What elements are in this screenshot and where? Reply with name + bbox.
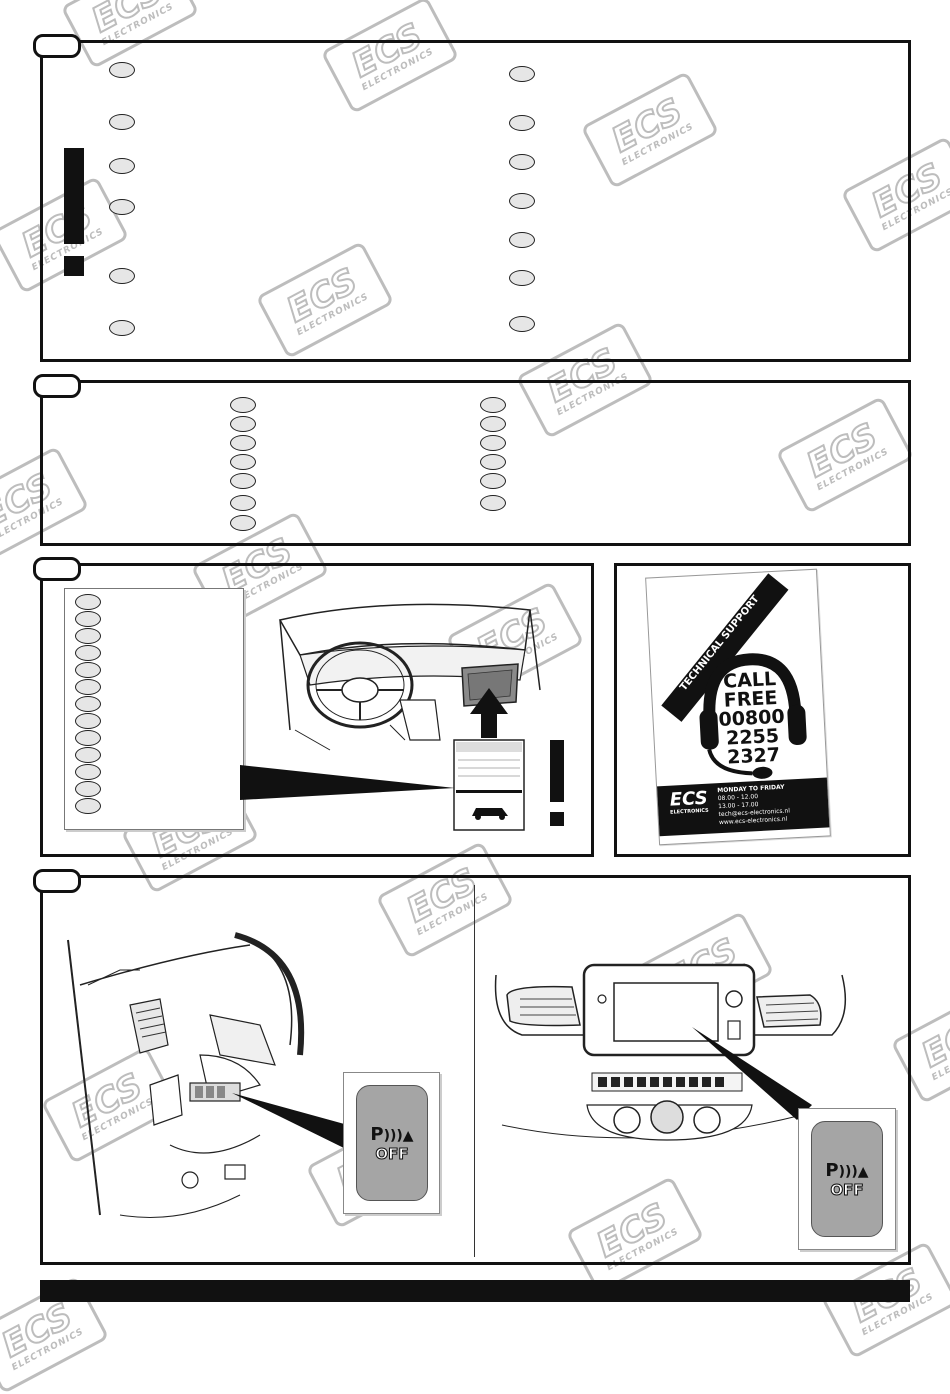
list-bullet: [109, 62, 135, 78]
list-bullet: [480, 454, 506, 470]
list-bullet: [75, 645, 101, 661]
list-bullet: [480, 473, 506, 489]
infotainment-dashboard-illustration: [494, 963, 847, 1141]
list-bullet: [230, 473, 256, 489]
list-bullet: [75, 611, 101, 627]
section-3-tab: [33, 557, 81, 581]
list-bullet: [75, 628, 101, 644]
headset-icon: [699, 653, 807, 779]
list-bullet: [75, 594, 101, 610]
list-bullet: [230, 515, 256, 531]
section-5-panel: [40, 875, 911, 1265]
list-bullet: [75, 696, 101, 712]
steering-column-illustration: [67, 932, 348, 1218]
footer-bar: [40, 1280, 910, 1302]
list-bullet: [480, 416, 506, 432]
list-bullet: [509, 270, 535, 286]
section-1-tab: [33, 34, 81, 58]
park-assist-off-button[interactable]: P)))▲ OFF: [811, 1121, 883, 1237]
call-free-number: CALL FREE 00800 2255 2327: [718, 667, 786, 769]
ecs-logo: ECS ELECTRONICS: [669, 787, 709, 816]
list-bullet: [509, 66, 535, 82]
list-bullet: [480, 397, 506, 413]
list-bullet: [109, 114, 135, 130]
list-bullet: [109, 199, 135, 215]
list-bullet: [230, 416, 256, 432]
list-bullet: [109, 320, 135, 336]
list-bullet: [75, 747, 101, 763]
list-bullet: [509, 193, 535, 209]
list-bullet: [230, 495, 256, 511]
support-panel: [614, 563, 911, 857]
list-bullet: [509, 316, 535, 332]
technical-support-poster: TECHNICAL SUPPORT CALL FREE 00800 2255 2…: [645, 568, 831, 846]
list-bullet: [230, 397, 256, 413]
list-bullet: [480, 495, 506, 511]
section-5-tab: [33, 869, 81, 893]
list-bullet: [75, 730, 101, 746]
list-bullet: [75, 781, 101, 797]
list-bullet: [509, 232, 535, 248]
section-2-tab: [33, 374, 81, 398]
list-bullet: [75, 798, 101, 814]
dashboard-glovebox-illustration: [240, 603, 541, 831]
list-bullet: [230, 435, 256, 451]
list-bullet: [509, 154, 535, 170]
list-bullet: [480, 435, 506, 451]
list-bullet: [75, 662, 101, 678]
support-hours: MONDAY TO FRIDAY 08.00 - 12.00 13.00 - 1…: [717, 783, 791, 827]
park-assist-button-callout: P)))▲ OFF: [343, 1072, 440, 1214]
list-bullet: [75, 764, 101, 780]
park-sensor-icon: P)))▲: [370, 1123, 414, 1145]
section-2-panel: [40, 380, 911, 546]
list-bullet: [109, 158, 135, 174]
list-bullet: [230, 454, 256, 470]
park-assist-button-callout: P)))▲ OFF: [798, 1108, 896, 1250]
list-bullet: [75, 713, 101, 729]
list-bullet: [75, 679, 101, 695]
park-sensor-icon: P)))▲: [825, 1159, 869, 1181]
list-bullet: [509, 115, 535, 131]
list-bullet: [109, 268, 135, 284]
warning-exclamation-icon: [550, 740, 564, 826]
warning-exclamation-icon: [64, 148, 84, 276]
section-1-panel: [40, 40, 911, 362]
panel-divider: [474, 885, 475, 1257]
park-assist-off-button[interactable]: P)))▲ OFF: [356, 1085, 428, 1201]
section-3-panel: [40, 563, 594, 857]
